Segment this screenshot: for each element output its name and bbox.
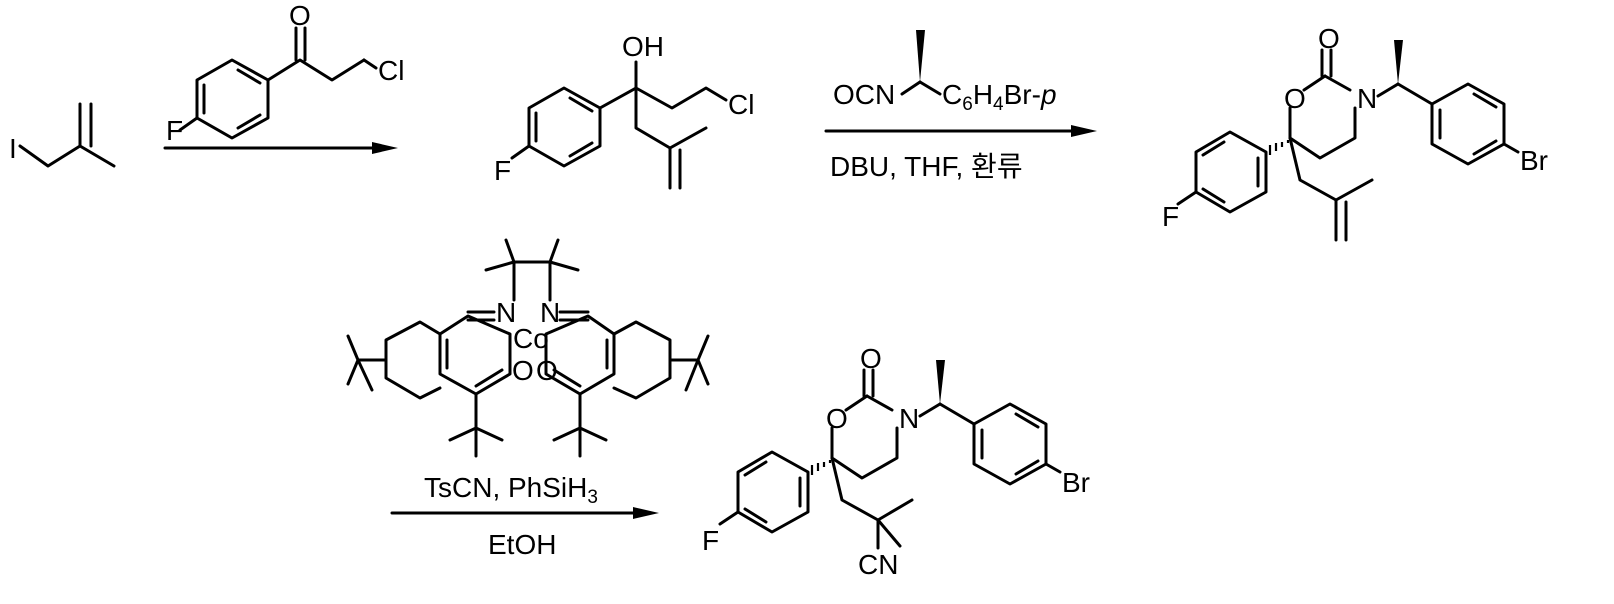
atom-fluorine: F <box>1162 201 1179 232</box>
reaction-arrow-3: TsCN, PhSiH3 EtOH <box>392 472 659 560</box>
hashed-bond <box>812 460 830 475</box>
isocyanate-label: OCN <box>833 79 895 110</box>
alcohol-intermediate: F OH Cl <box>494 31 754 188</box>
ring-oxygen: O <box>826 403 848 434</box>
ring-nitrogen: N <box>899 403 919 434</box>
carbonyl-oxygen: O <box>860 343 882 374</box>
atom-fluorine: F <box>494 155 511 186</box>
nitrile-product: O O N Br F CN <box>702 343 1090 580</box>
atom-oxygen: O <box>536 355 558 386</box>
nitrile-label: CN <box>858 549 898 580</box>
atom-cobalt: Co <box>513 323 549 354</box>
ring-oxygen: O <box>1284 83 1306 114</box>
atom-oxygen: O <box>512 355 534 386</box>
methallyl-iodide: I <box>9 104 114 166</box>
atom-iodine: I <box>9 133 17 164</box>
chloroketone-reagent: F O Cl <box>166 0 404 146</box>
isocyanate-reagent: OCN C6H4Br-p <box>833 30 1057 115</box>
conditions-step-3b: EtOH <box>488 529 556 560</box>
atom-bromine: Br <box>1062 467 1090 498</box>
carbonyl-oxygen: O <box>1318 23 1340 54</box>
atom-oxygen: O <box>289 0 311 31</box>
cobalt-salen-catalyst: N N Co O O <box>348 240 708 456</box>
atom-chlorine: Cl <box>378 55 404 86</box>
atom-chlorine: Cl <box>728 89 754 120</box>
reaction-arrow-2: DBU, THF, 환류 <box>826 125 1097 182</box>
aryl-label: C6H4Br-p <box>942 79 1057 115</box>
conditions-step-2: DBU, THF, 환류 <box>830 151 1023 182</box>
conditions-step-3a: TsCN, PhSiH3 <box>424 472 598 508</box>
atom-fluorine: F <box>702 525 719 556</box>
oxazinanone-alkene: O O N Br F <box>1162 23 1548 240</box>
atom-fluorine: F <box>166 115 183 146</box>
ring-nitrogen: N <box>1357 83 1377 114</box>
reaction-arrow-1 <box>165 142 398 154</box>
hashed-bond <box>1270 140 1288 155</box>
atom-bromine: Br <box>1520 145 1548 176</box>
hydroxyl-label: OH <box>622 31 664 62</box>
